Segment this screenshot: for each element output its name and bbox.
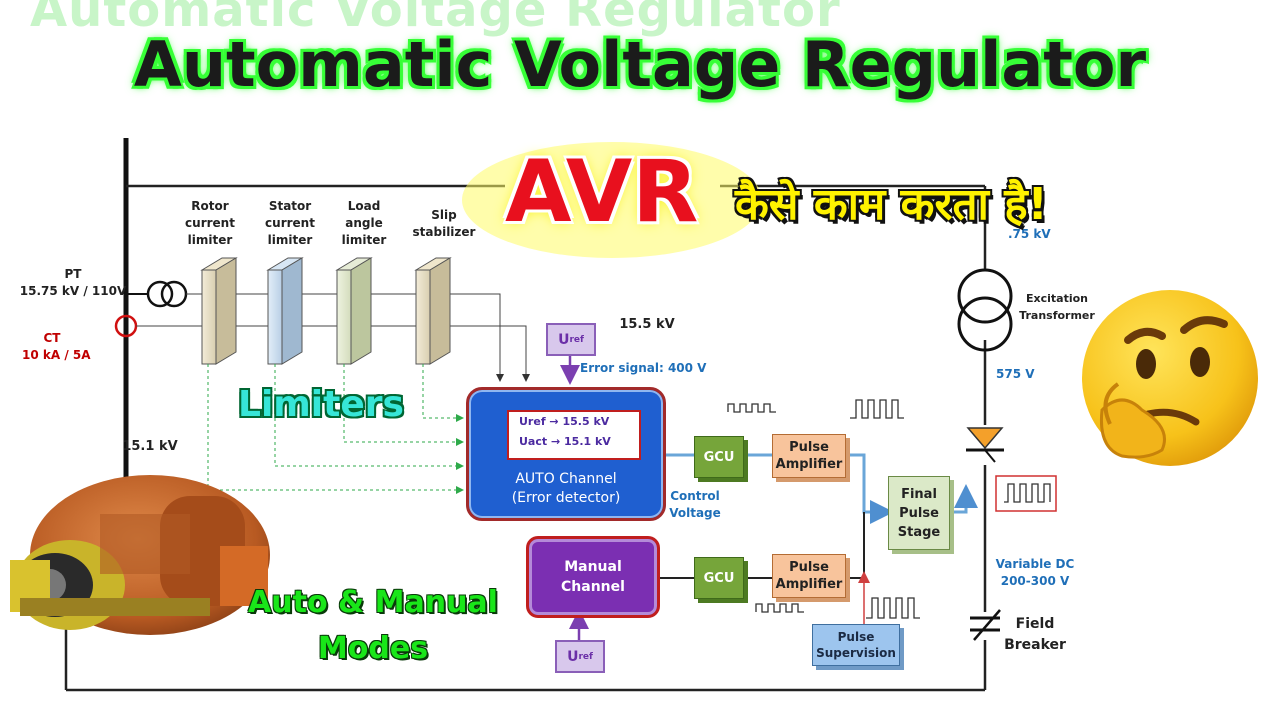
pulse-supervision-line: Pulse: [837, 630, 875, 644]
uref-sub: ref: [569, 334, 584, 345]
excitation-line: Transformer: [1019, 309, 1095, 322]
pt-rating: 15.75 kV / 110V: [19, 284, 127, 298]
field-breaker-line: Field: [1015, 616, 1055, 632]
slip-stabilizer-icon: [414, 257, 452, 365]
manual-channel-line: Channel: [561, 579, 625, 595]
manual-channel-line: Manual: [564, 559, 622, 575]
modes-line: Modes: [317, 631, 429, 666]
avr-heading: AVR: [505, 142, 699, 242]
limiter-label-line: limiter: [187, 233, 233, 247]
voltage-575-label: 575 V: [996, 367, 1035, 381]
uact-row: Uact → 15.1 kV: [519, 435, 611, 448]
limiter-label-line: limiter: [267, 233, 313, 247]
auto-channel-line: (Error detector): [511, 490, 621, 506]
field-breaker-icon: [970, 609, 1001, 641]
kv-top-right-label: .75 kV: [1008, 227, 1051, 241]
page-title: Automatic Voltage Regulator: [133, 28, 1147, 101]
pulse-supervision-block: Pulse Supervision: [812, 624, 900, 666]
pulse-amp-line: Pulse: [789, 440, 829, 455]
fps-line: Stage: [897, 524, 941, 540]
voltage-15-5-label: 15.5 kV: [619, 317, 675, 332]
fps-line: Pulse: [899, 505, 939, 521]
variable-dc-line: Variable DC: [995, 557, 1075, 571]
limiter-label-line: Stator: [268, 199, 312, 213]
load-angle-limiter-icon: [335, 257, 373, 365]
title-band: [0, 0, 1280, 138]
pulse-supervision-line: Supervision: [816, 646, 896, 660]
transformer-icon: [957, 268, 1013, 352]
limiter-label-line: Rotor: [191, 199, 229, 213]
limiter-label-line: limiter: [341, 233, 387, 247]
thinking-face-emoji-icon: [1082, 290, 1258, 466]
limiter-label-load-angle: Load angle limiter: [332, 198, 396, 249]
auto-channel-block: Uref → 15.5 kV Uact → 15.1 kV AUTO Chann…: [466, 387, 666, 521]
limiter-label-stator: Stator current limiter: [258, 198, 322, 249]
generator-photo-icon: [10, 475, 270, 635]
gcu-bottom-block: GCU: [694, 557, 744, 599]
modes-line: Auto & Manual: [248, 585, 498, 620]
pt-label: PT 15.75 kV / 110V: [18, 266, 128, 300]
excitation-line: Excitation: [1026, 292, 1088, 305]
auto-channel-caption: AUTO Channel (Error detector): [469, 470, 663, 508]
ct-rating: 10 kA / 5A: [22, 348, 91, 362]
fps-line: Final: [901, 486, 937, 502]
limiter-label-line: Load: [347, 199, 381, 213]
control-voltage-line: Control: [670, 489, 720, 503]
stator-current-limiter-icon: [266, 257, 304, 365]
uref-sub: ref: [578, 651, 593, 662]
uref-main: U: [558, 331, 570, 348]
limiter-label-line: current: [185, 216, 235, 230]
limiter-label-rotor: Rotor current limiter: [178, 198, 242, 249]
control-voltage-label: Control Voltage: [664, 488, 726, 522]
manual-channel-block: Manual Channel: [526, 536, 660, 618]
voltage-15-1-label: 15.1 kV: [122, 439, 178, 454]
ct-label: CT 10 kA / 5A: [22, 330, 91, 364]
ct-name: CT: [43, 331, 61, 345]
limiter-label-line: Slip: [431, 208, 457, 222]
pt-icon: [146, 280, 174, 308]
modes-callout: Auto & Manual Modes: [238, 580, 508, 672]
gcu-top-block: GCU: [694, 436, 744, 478]
pulse-waveform-icon: [727, 399, 920, 619]
pulse-amplifier-top-block: Pulse Amplifier: [772, 434, 846, 478]
pulse-amp-line: Pulse: [789, 560, 829, 575]
pulse-amp-line: Amplifier: [775, 577, 843, 592]
thyristor-icon: [966, 427, 1004, 463]
pt-name: PT: [64, 267, 82, 281]
variable-dc-line: 200-300 V: [1000, 574, 1070, 588]
error-signal-label: Error signal: 400 V: [580, 361, 707, 375]
auto-channel-reference-box: Uref → 15.5 kV Uact → 15.1 kV: [507, 410, 641, 460]
uref-main: U: [567, 648, 579, 665]
limiter-label-slip: Slip stabilizer: [404, 207, 484, 241]
uref-row: Uref → 15.5 kV: [519, 415, 610, 428]
limiter-label-line: angle: [345, 216, 383, 230]
excitation-transformer-label: Excitation Transformer: [1014, 290, 1100, 324]
hindi-subheading: कैसे काम करता है!: [735, 179, 1048, 230]
limiters-callout: Limiters: [238, 384, 404, 425]
limiter-label-line: current: [265, 216, 315, 230]
field-breaker-label: Field Breaker: [1000, 614, 1070, 656]
pulse-amplifier-bottom-block: Pulse Amplifier: [772, 554, 846, 598]
variable-dc-label: Variable DC 200-300 V: [994, 556, 1076, 590]
title-ghost-text: Automatic Voltage Regulator: [30, 0, 841, 38]
limiter-label-line: stabilizer: [412, 225, 476, 239]
rotor-current-limiter-icon: [200, 257, 238, 365]
pulse-amp-line: Amplifier: [775, 457, 843, 472]
auto-channel-line: AUTO Channel: [515, 471, 617, 487]
control-voltage-line: Voltage: [669, 506, 721, 520]
final-pulse-stage-block: Final Pulse Stage: [888, 476, 950, 550]
field-breaker-line: Breaker: [1004, 637, 1066, 653]
